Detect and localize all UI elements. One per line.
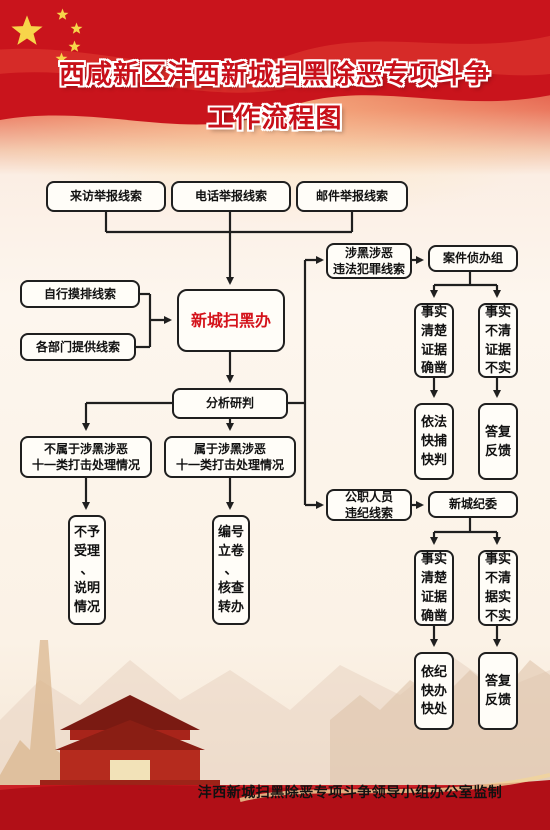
crime-clue-box: 涉黑涉恶 违法犯罪线索 [326,243,412,279]
star-small-icon [68,40,81,52]
self-investigation-box: 自行摸排线索 [20,280,140,308]
analysis-box: 分析研判 [172,388,288,419]
official-unclear-result-box: 答复 反馈 [478,652,518,730]
poster-title-line-1: 西咸新区沣西新城扫黑除恶专项斗争 [58,60,491,90]
phone-report-box: 电话举报线索 [171,181,291,212]
discipline-commission-box: 新城纪委 [428,491,518,518]
belong-result-box: 编号 立卷 、 核查 转办 [212,515,250,625]
crime-clear-box: 事实 清楚 证据 确凿 [414,303,454,378]
footer-credit: 沣西新城扫黑除恶专项斗争领导小组办公室监制 [197,785,503,801]
official-clear-result-box: 依纪 快办 快处 [414,652,454,730]
case-investigation-box: 案件侦办组 [428,245,518,272]
star-small-icon [55,52,68,64]
official-unclear-box: 事实 不清 据实 不实 [478,550,518,626]
visit-report-box: 来访举报线索 [46,181,166,212]
hub-office-box: 新城扫黑办 [177,289,285,352]
star-small-icon [56,8,69,20]
official-clue-box: 公职人员 违纪线索 [326,489,412,521]
crime-clear-result-box: 依法 快捕 快判 [414,403,454,480]
department-report-box: 各部门提供线索 [20,333,136,361]
belong-box: 属于涉黑涉恶 十一类打击处理情况 [164,436,296,478]
crime-unclear-box: 事实 不清 证据 不实 [478,303,518,378]
official-clear-box: 事实 清楚 证据 确凿 [414,550,454,626]
crime-unclear-result-box: 答复 反馈 [478,403,518,480]
not-belong-box: 不属于涉黑涉恶 十一类打击处理情况 [20,436,152,478]
mail-report-box: 邮件举报线索 [296,181,408,212]
not-belong-result-box: 不予 受理 、 说明 情况 [68,515,106,625]
star-small-icon [70,22,83,34]
star-large-icon [11,15,43,45]
poster-title-line-2: 工作流程图 [207,104,343,134]
flag-banner [0,0,550,125]
